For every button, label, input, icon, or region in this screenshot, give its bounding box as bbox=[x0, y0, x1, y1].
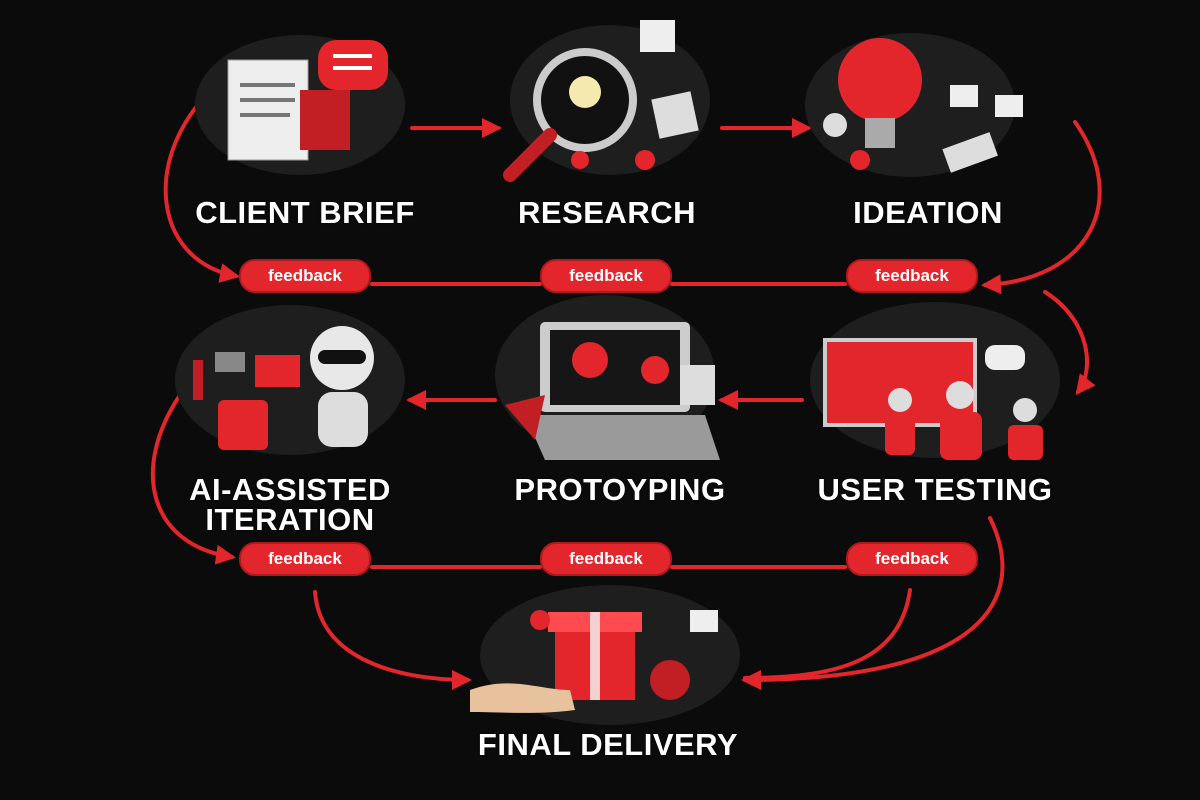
arrow-ai-to-feedback bbox=[150, 393, 236, 565]
arrows bbox=[150, 78, 1102, 690]
feedback-pill: feedback bbox=[239, 259, 371, 293]
arrow-feedback-to-delivery-left bbox=[313, 590, 472, 690]
arrow-brief-to-feedback bbox=[163, 78, 240, 283]
chat-bubble-icon bbox=[318, 40, 388, 90]
feedback-pill: feedback bbox=[540, 542, 672, 576]
stage-label-research: RESEARCH bbox=[518, 195, 696, 230]
feedback-pill: feedback bbox=[239, 542, 371, 576]
users-icon bbox=[885, 381, 1043, 460]
stage-label-ai-assisted-iteration: AI-ASSISTED ITERATION bbox=[189, 472, 391, 537]
node-ideation bbox=[805, 33, 1023, 177]
node-prototyping bbox=[495, 295, 720, 460]
stage-label-ai-line1: AI-ASSISTED bbox=[189, 472, 391, 507]
feedback-pill: feedback bbox=[540, 259, 672, 293]
node-final-delivery bbox=[470, 585, 740, 725]
feedback-pill: feedback bbox=[846, 259, 978, 293]
node-user-testing bbox=[810, 302, 1060, 460]
node-research bbox=[503, 20, 710, 182]
document-icon bbox=[227, 59, 309, 161]
arrow-testing-to-delivery bbox=[741, 516, 1005, 690]
arrow-feedback-to-delivery-right bbox=[743, 588, 912, 680]
hand-icon bbox=[470, 683, 575, 713]
node-client-brief bbox=[195, 35, 405, 175]
feedback-pill: feedback bbox=[846, 542, 978, 576]
stage-label-client-brief: CLIENT BRIEF bbox=[195, 195, 415, 230]
arrow-feedback-to-testing bbox=[1043, 290, 1096, 396]
arrow-ideation-to-feedback bbox=[981, 120, 1102, 295]
stage-label-prototyping: PROTOYPING bbox=[514, 472, 726, 507]
stage-label-final-delivery: FINAL DELIVERY bbox=[477, 727, 739, 762]
stage-label-user-testing: USER TESTING bbox=[817, 472, 1053, 507]
node-ai-assisted-iteration bbox=[175, 305, 405, 455]
lightbulb-icon bbox=[569, 76, 601, 108]
stage-label-ideation: IDEATION bbox=[853, 195, 1003, 230]
lightbulb-icon bbox=[838, 38, 922, 122]
stage-label-ai-line2: ITERATION bbox=[205, 502, 375, 537]
envelope-icon bbox=[300, 90, 350, 150]
